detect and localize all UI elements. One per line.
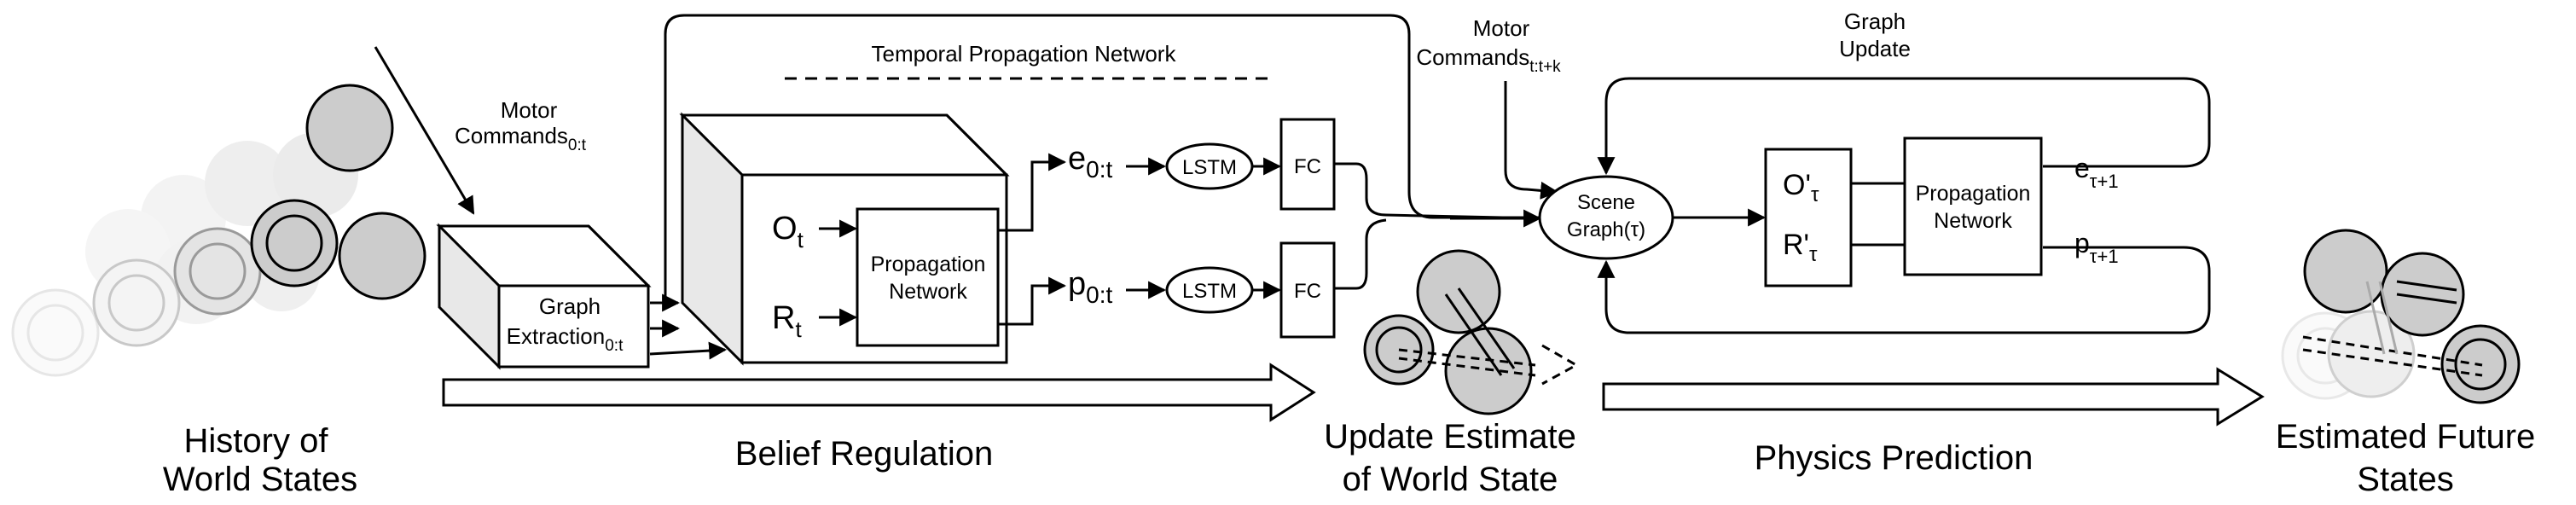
caption-estimated-line2: States [2357, 461, 2453, 498]
ball-right [338, 212, 426, 300]
motor-command-arrow [374, 46, 475, 215]
graph-update-loop-bottom [1597, 246, 2211, 334]
o-t-label: Ot [772, 211, 804, 252]
graph-update-loop-top [1597, 77, 2211, 176]
ball-agent [250, 199, 339, 287]
lstm-bottom-label: LSTM [1182, 280, 1237, 303]
fc-top [1279, 118, 1336, 211]
belief-regulation-arrow [442, 363, 1316, 422]
r-tau-label: R'τ [1783, 229, 1818, 266]
graph-update-line1: Graph [1844, 9, 1906, 34]
e-0t-label: e0:t [1068, 141, 1112, 183]
r-t-label: Rt [772, 300, 802, 342]
propagation-network-box [856, 207, 1000, 347]
o-r-tau-box [1764, 148, 1853, 287]
caption-update-line2: of World State [1343, 461, 1558, 498]
propagation-network-line2: Network [889, 280, 967, 304]
propagation-network-2-line2: Network [1934, 209, 2012, 233]
caption-physics-prediction: Physics Prediction [1755, 439, 2034, 477]
fc-bottom-label: FC [1294, 280, 1321, 303]
feedback-loop-line [664, 14, 1540, 299]
propagation-network-2-line1: Propagation [1916, 182, 2031, 206]
o-tau-label: O'τ [1783, 169, 1819, 206]
caption-estimated-line1: Estimated Future [2276, 418, 2536, 456]
history-balls [11, 84, 426, 377]
graph-update-line2: Update [1839, 36, 1911, 61]
caption-update-line1: Update Estimate [1324, 418, 1576, 456]
ball-top [305, 84, 394, 172]
motor-commands-ttk-line2: Commandst:t+k [1416, 44, 1561, 76]
graph-extraction-box [436, 223, 652, 370]
graph-extraction-line2: Extraction0:t [507, 323, 624, 355]
caption-history-line2: World States [163, 461, 357, 498]
caption-history-line1: History of [184, 422, 329, 460]
caption-belief-regulation: Belief Regulation [735, 435, 993, 473]
e-tau-label: eτ+1 [2074, 153, 2119, 192]
motor-commands-0t-line1: Motor [501, 97, 558, 123]
p-tau-label: pτ+1 [2074, 228, 2119, 267]
physics-prediction-arrow [1602, 367, 2265, 427]
temporal-propagation-label: Temporal Propagation Network [872, 41, 1177, 67]
lstm-top-label: LSTM [1182, 156, 1237, 179]
motor-commands-ttk-line1: Motor [1473, 15, 1530, 41]
scene-graph-line1: Scene [1577, 191, 1635, 214]
p-0t-label: p0:t [1068, 266, 1112, 308]
graph-extraction-line1: Graph [539, 293, 600, 319]
update-estimate-balls [1363, 249, 1580, 415]
fc-top-label: FC [1294, 155, 1321, 178]
scene-graph-line2: Graph(τ) [1567, 218, 1645, 241]
fc-bottom [1279, 241, 1336, 339]
estimated-future-balls [2281, 229, 2521, 404]
motor-commands-0t-line2: Commands0:t [455, 123, 587, 154]
propagation-network-2-box [1903, 136, 2043, 276]
propagation-network-line1: Propagation [871, 252, 986, 276]
scene-graph-node [1538, 175, 1674, 260]
